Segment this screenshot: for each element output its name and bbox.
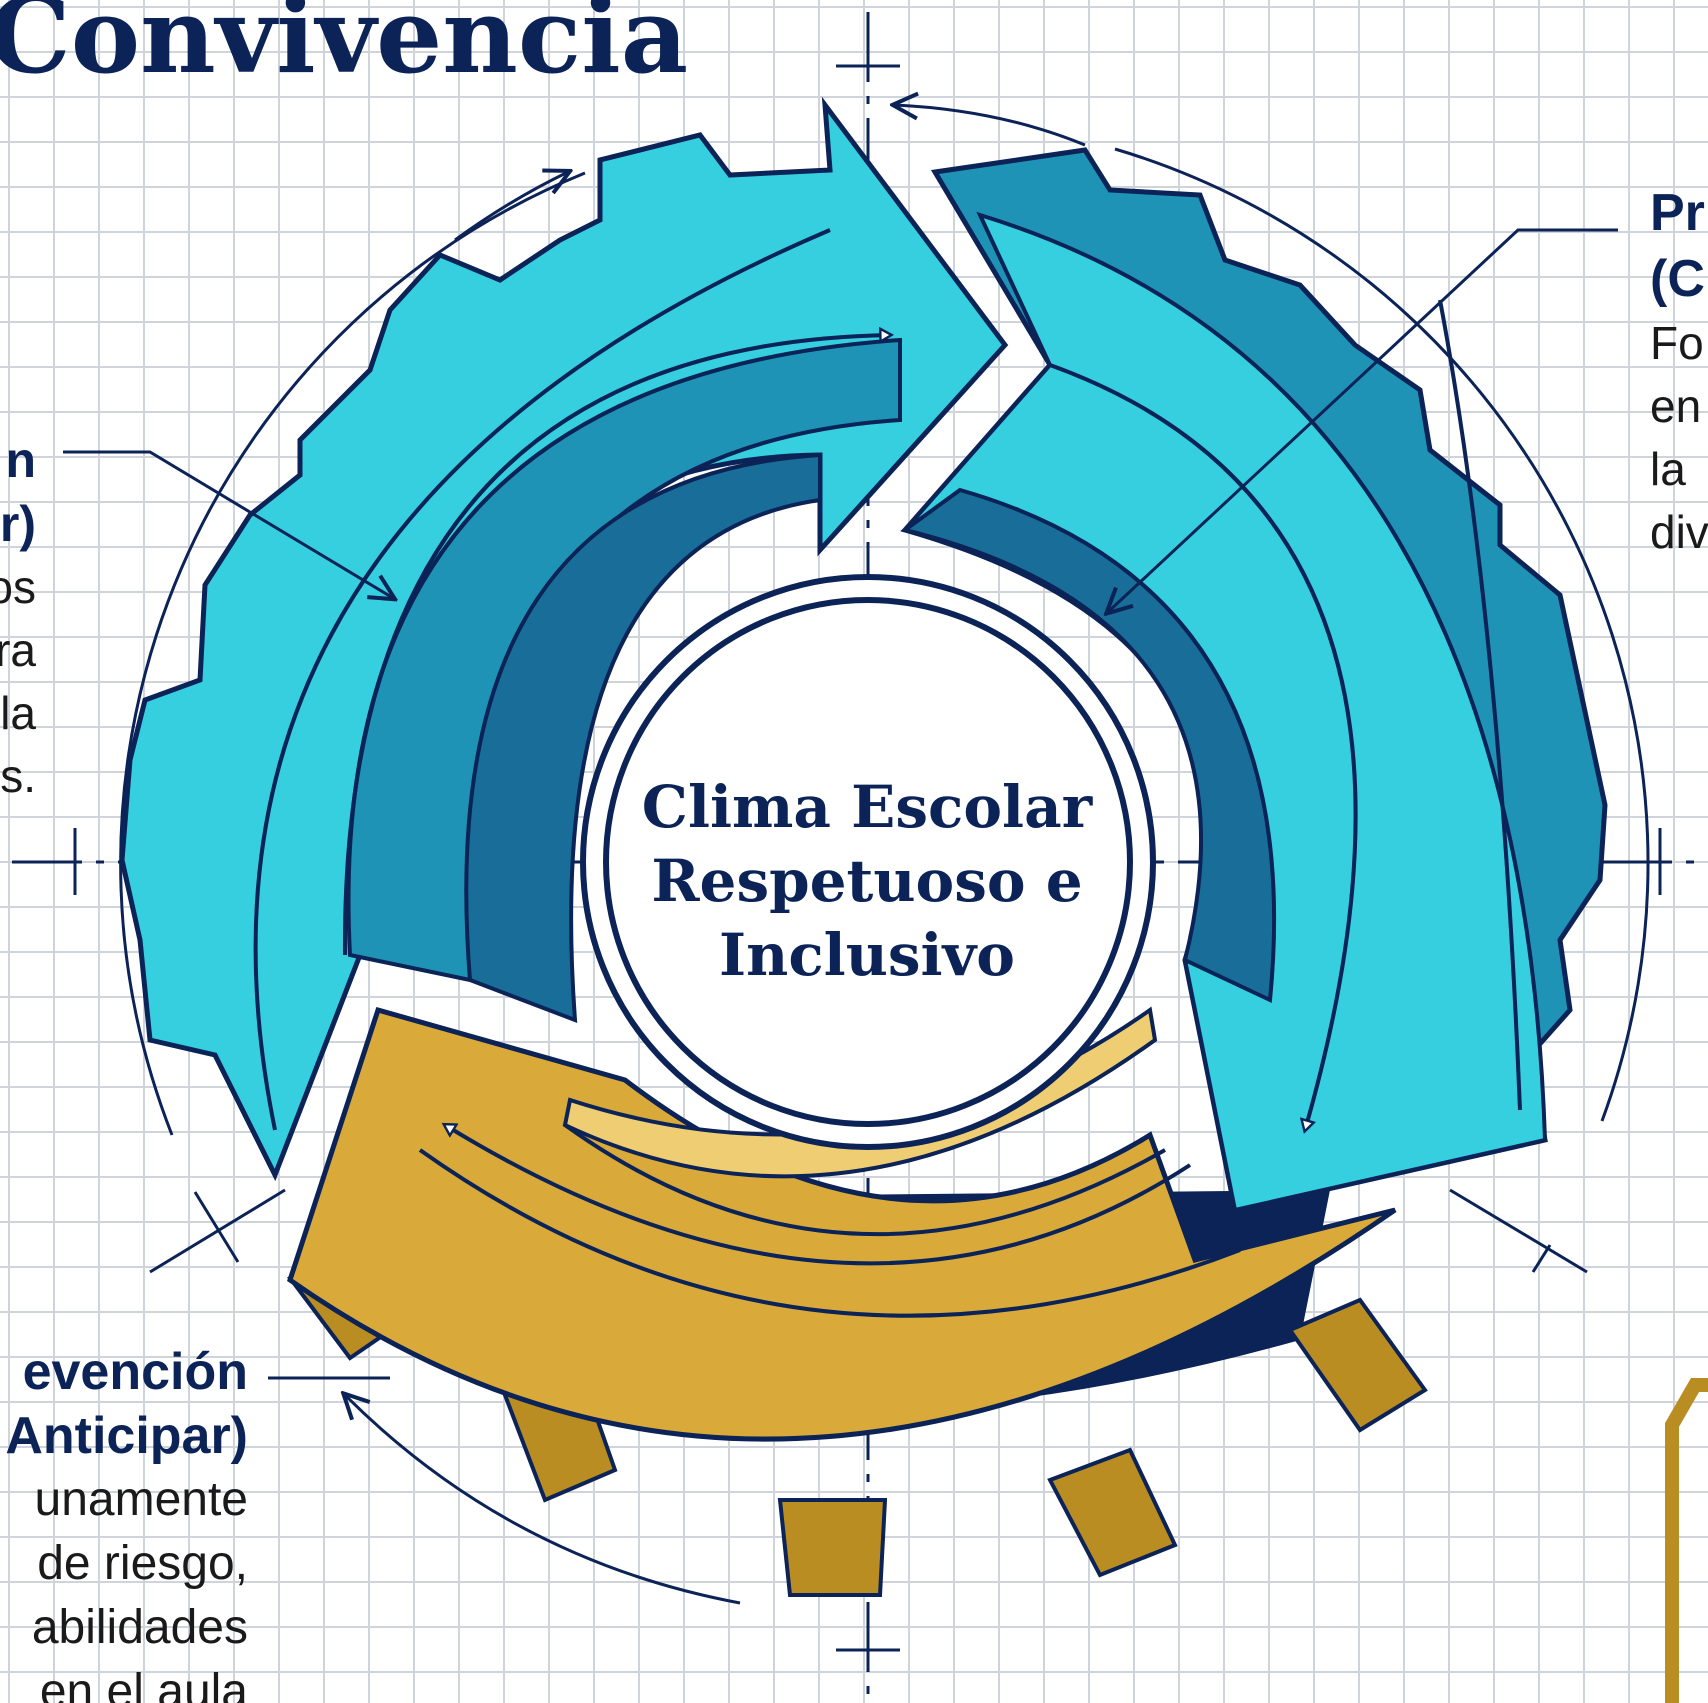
prevention-note: evención Anticipar) unamente de riesgo, … xyxy=(5,1340,248,1703)
prevention-note-body: abilidades xyxy=(31,1601,248,1654)
left-gear xyxy=(119,96,1009,1182)
center-hub xyxy=(580,574,1156,1150)
gold-panel-edge xyxy=(1665,1378,1708,1703)
prevention-note-heading: evención xyxy=(22,1343,248,1401)
right-note-heading: (C xyxy=(1650,250,1705,308)
left-note-body: s. xyxy=(0,750,36,802)
construction-circle xyxy=(119,147,1650,1136)
left-note-body: ra xyxy=(0,624,36,676)
cyan-inner-band xyxy=(464,452,822,1023)
center-line: Clima Escolar xyxy=(641,773,1093,841)
left-note-body: la xyxy=(0,687,36,739)
right-note-body: Fo xyxy=(1650,317,1704,369)
flow-arrows xyxy=(345,105,1086,1605)
left-note-body: os xyxy=(0,561,36,613)
prevention-note-body: de riesgo, xyxy=(37,1537,248,1590)
teal-inner-band xyxy=(900,487,1277,1004)
left-note-heading: n xyxy=(5,432,36,488)
right-note: Pr (C Fo en la div xyxy=(1650,180,1708,564)
center-line: Inclusivo xyxy=(719,921,1015,989)
prevention-note-body: unamente xyxy=(34,1473,249,1526)
leader-lines xyxy=(63,228,1618,1380)
right-note-body: div xyxy=(1650,506,1708,558)
gold-inner-band xyxy=(562,1006,1158,1179)
center-label: Clima Escolar Respetuoso e Inclusivo xyxy=(612,770,1122,992)
right-note-body: la xyxy=(1650,443,1686,495)
right-note-body: en xyxy=(1650,380,1702,432)
left-note: n r) os ra la s. xyxy=(0,428,36,808)
prevention-note-body: en el aula xyxy=(39,1665,248,1703)
bottom-gear xyxy=(287,1006,1428,1597)
right-note-heading: Pr xyxy=(1650,184,1705,242)
left-note-heading: r) xyxy=(0,496,36,552)
prevention-note-heading: Anticipar) xyxy=(5,1407,248,1465)
right-gear xyxy=(900,147,1608,1214)
center-line: Respetuoso e xyxy=(651,847,1083,915)
page-title: Convivencia xyxy=(0,0,689,97)
